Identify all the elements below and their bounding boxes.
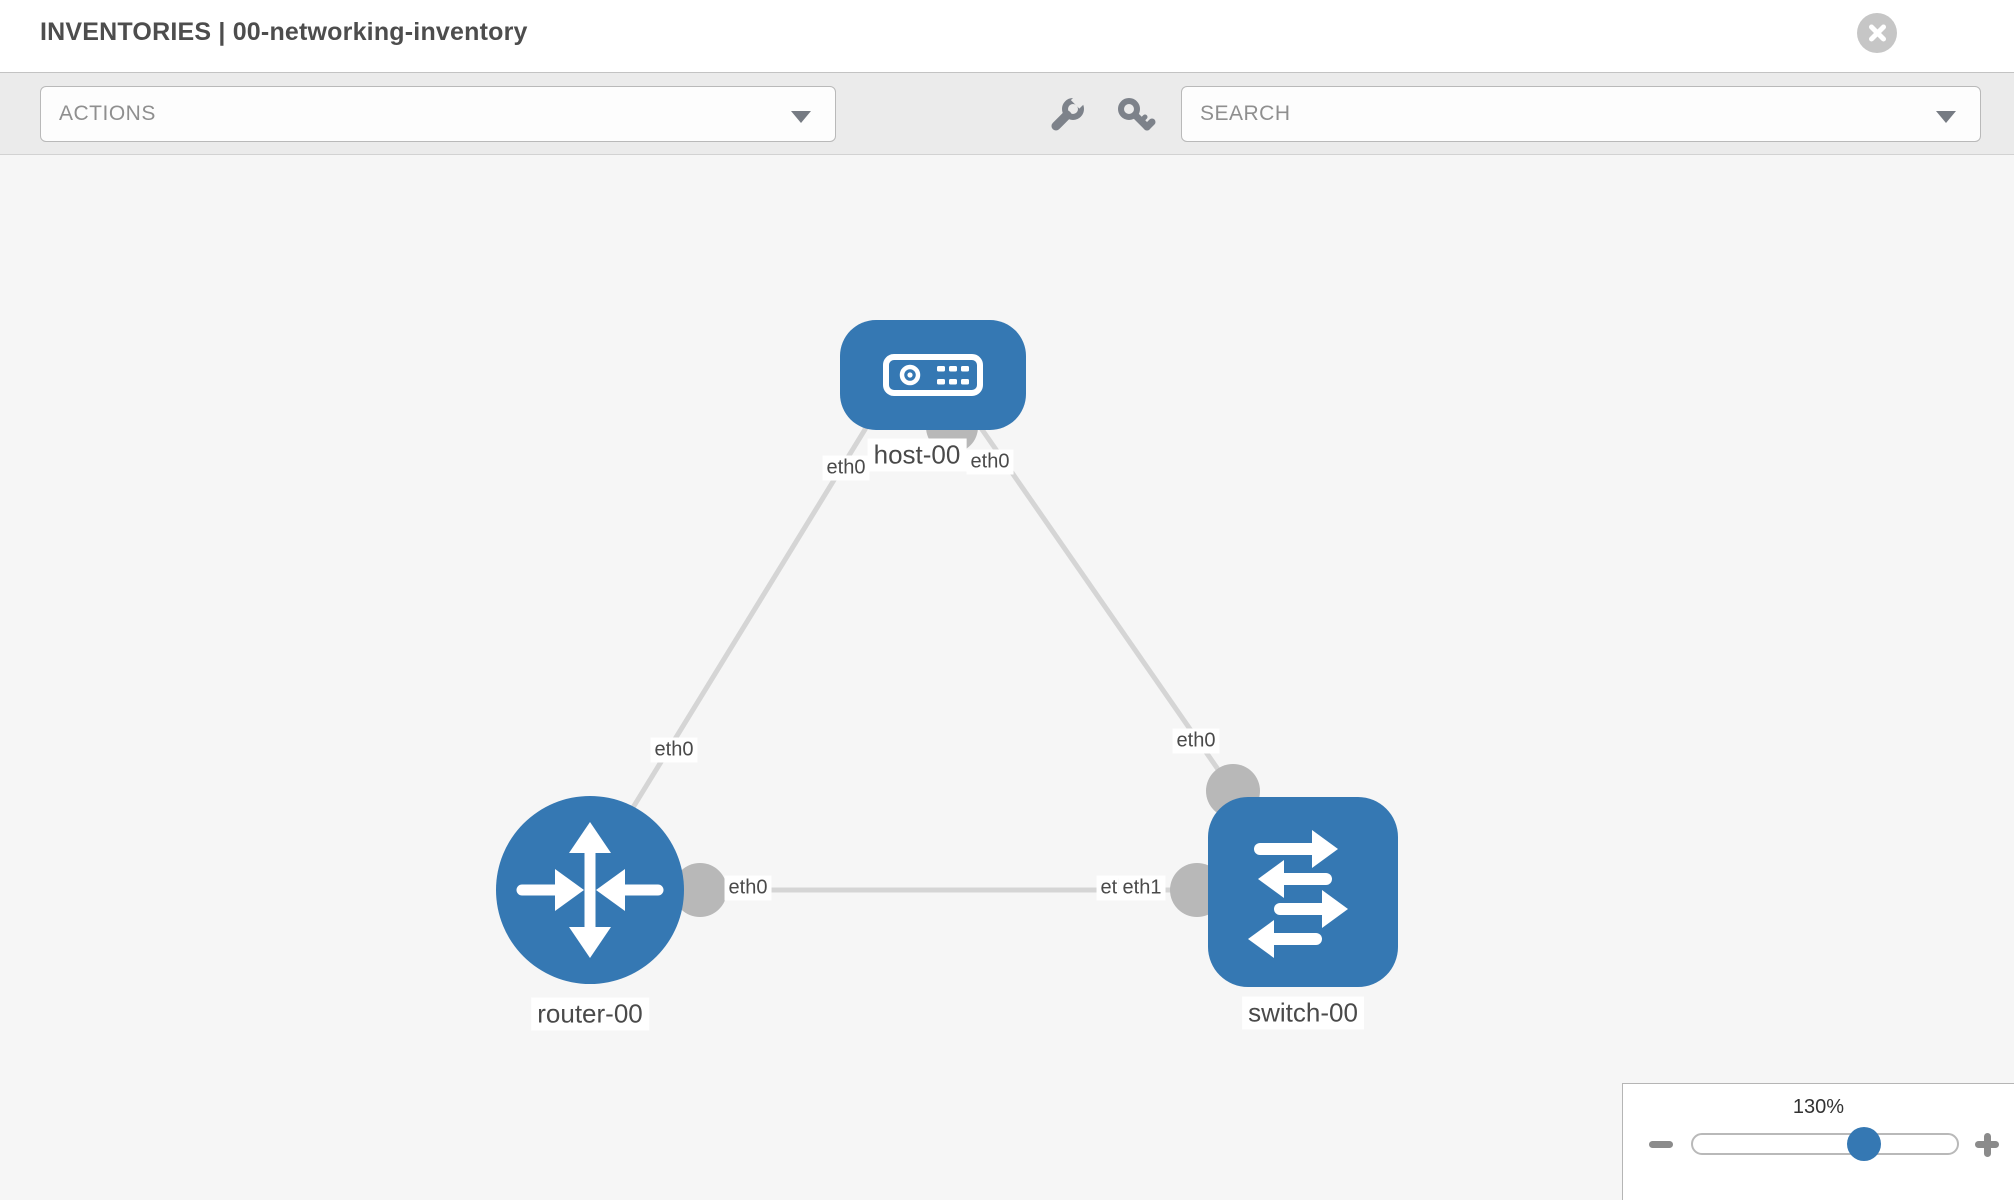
iface-label-router-east: eth0 [724,875,772,901]
search-dropdown-label: SEARCH [1200,102,1291,125]
host-icon [883,354,983,396]
key-icon [1118,98,1156,131]
search-dropdown[interactable]: SEARCH [1181,86,1981,142]
node-label-router: router-00 [531,997,649,1031]
chevron-down-icon [791,111,811,123]
iface-label-host-to-switch: eth0 [966,449,1014,475]
actions-dropdown-label: ACTIONS [59,102,156,125]
zoom-out-button[interactable] [1641,1124,1681,1164]
zoom-in-button[interactable] [1967,1124,2007,1164]
chevron-down-icon [1936,111,1956,123]
actions-dropdown[interactable]: ACTIONS [40,86,836,142]
minus-icon [1649,1141,1673,1148]
node-switch-00[interactable] [1208,797,1398,987]
iface-label-switch-uplink: eth0 [1172,728,1220,754]
node-label-switch: switch-00 [1242,996,1364,1030]
page-title: INVENTORIES | 00-networking-inventory [40,18,528,46]
wrench-icon [1051,92,1088,131]
iface-label-host-to-router: eth0 [822,455,870,481]
router-icon [516,822,664,958]
switch-icon [1248,830,1348,958]
node-router-00[interactable] [496,796,684,984]
key-button[interactable] [1114,94,1158,138]
node-host-00[interactable] [840,320,1026,430]
links-layer [607,401,1260,917]
iface-label-switch-west-eth1: eth1 [1118,875,1166,901]
zoom-slider-handle[interactable] [1847,1127,1881,1161]
zoom-level-value: 130% [1792,1096,1845,1118]
plus-icon [1983,1132,1991,1157]
header: INVENTORIES | 00-networking-inventory [0,0,2014,72]
toolbar: ACTIONS SEARCH [0,72,2014,155]
interface-dot-router-right [673,863,727,917]
topology-canvas[interactable]: host-00 router-00 switch-00 eth0 eth0 et… [0,155,2014,1200]
zoom-panel: 130% [1622,1083,2014,1200]
node-label-host: host-00 [867,438,967,472]
iface-label-router-uplink: eth0 [650,737,698,763]
close-button[interactable] [1857,13,1897,53]
tools-button[interactable] [1045,92,1089,138]
zoom-slider-track[interactable] [1691,1133,1959,1155]
